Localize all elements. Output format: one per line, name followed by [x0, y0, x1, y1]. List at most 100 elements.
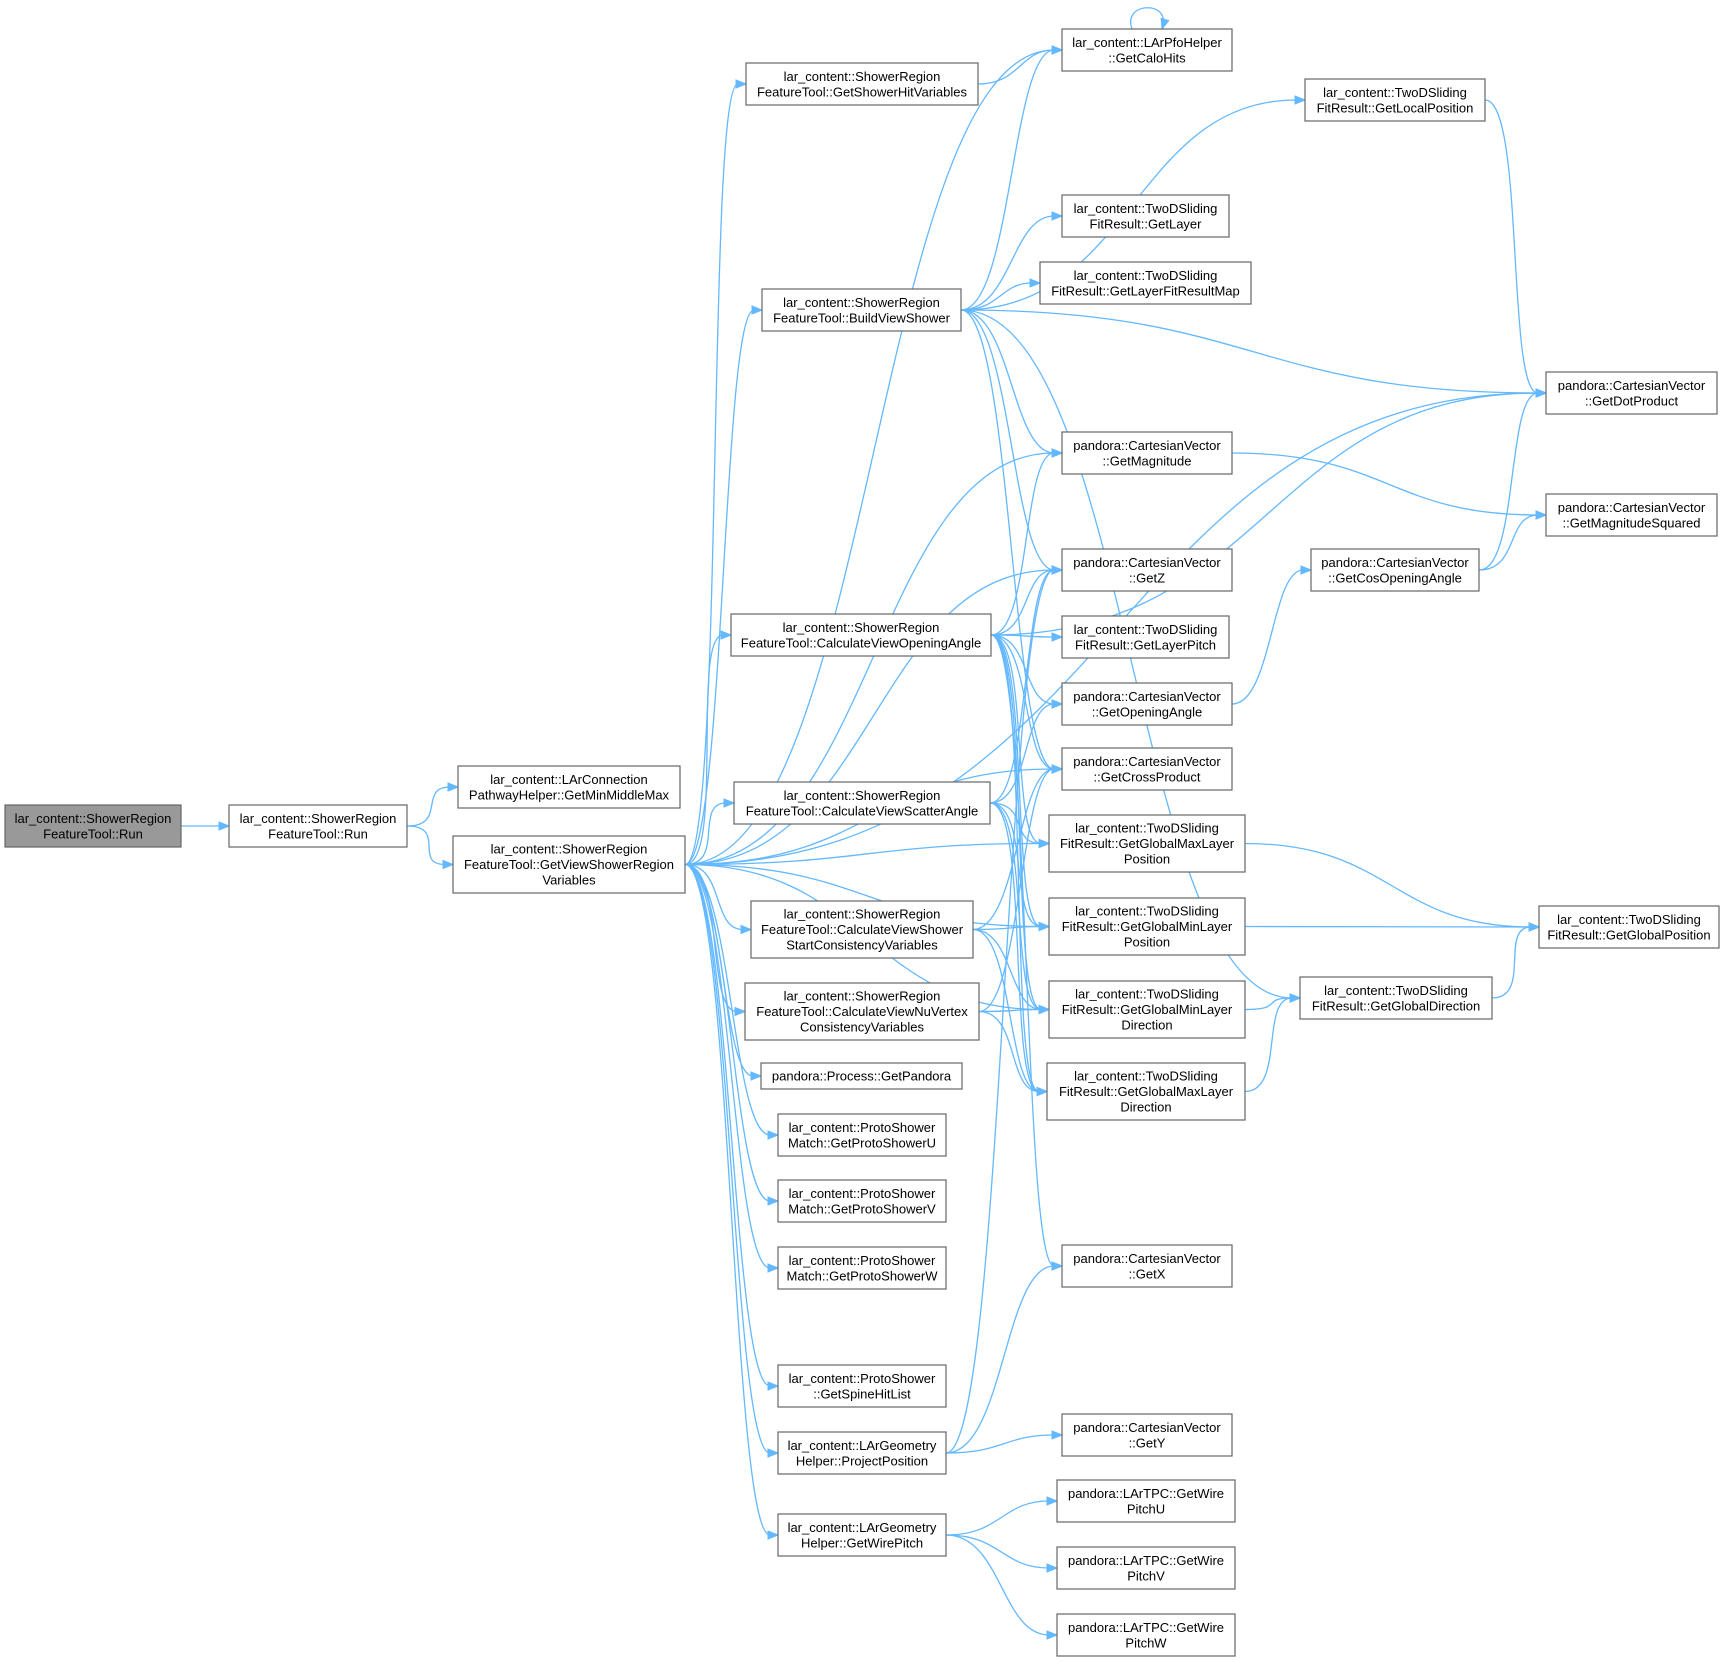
- node-getglobalposition[interactable]: lar_content::TwoDSlidingFitResult::GetGl…: [1538, 905, 1720, 949]
- edge-line: [989, 802, 1040, 1093]
- edge-getwirepitch-to-getwirepitchu: [945, 1496, 1059, 1536]
- edge-projectposition-to-getx: [945, 1261, 1064, 1454]
- node-getlocalposition[interactable]: lar_content::TwoDSlidingFitResult::GetLo…: [1304, 78, 1486, 122]
- node-getprotoshowerv[interactable]: lar_content::ProtoShowerMatch::GetProtoS…: [777, 1179, 947, 1223]
- node-getshowerhitvariables[interactable]: lar_content::ShowerRegionFeatureTool::Ge…: [745, 62, 979, 106]
- edge-line: [1130, 7, 1164, 30]
- edge-line: [684, 863, 1042, 928]
- node-box: [1304, 78, 1486, 122]
- node-projectposition[interactable]: lar_content::LArGeometryHelper::ProjectP…: [777, 1431, 947, 1475]
- node-getz[interactable]: pandora::CartesianVector::GetZ: [1061, 548, 1233, 592]
- node-getglobalmaxlayerpos[interactable]: lar_content::TwoDSlidingFitResult::GetGl…: [1048, 814, 1246, 873]
- edge-line: [960, 309, 1055, 571]
- edge-arrowhead: [751, 305, 764, 315]
- node-getlayer[interactable]: lar_content::TwoDSlidingFitResult::GetLa…: [1061, 194, 1230, 238]
- edge-buildviewshower-to-getcrossproduct: [960, 309, 1064, 774]
- edges-layer: [180, 7, 1548, 1640]
- node-getwirepitch[interactable]: lar_content::LArGeometryHelper::GetWireP…: [777, 1513, 947, 1557]
- node-label: pandora::Process::GetPandora: [772, 1069, 952, 1084]
- node-label: lar_content::ProtoShower: [789, 1120, 936, 1135]
- node-label: pandora::LArTPC::GetWire: [1068, 1620, 1224, 1635]
- node-label: FitResult::GetGlobalMinLayer: [1062, 1002, 1233, 1017]
- edge-line: [684, 309, 755, 866]
- node-calcopeningangle[interactable]: lar_content::ShowerRegionFeatureTool::Ca…: [730, 613, 992, 657]
- edge-line: [684, 49, 1055, 866]
- edge-line: [684, 863, 771, 1536]
- node-getcosopeningangle[interactable]: pandora::CartesianVector::GetCosOpeningA…: [1310, 548, 1480, 592]
- node-getdotproduct[interactable]: pandora::CartesianVector::GetDotProduct: [1545, 371, 1718, 415]
- edge-getopeningangle-to-getcosopeningangle: [1231, 565, 1313, 705]
- node-label: Match::GetProtoShowerU: [788, 1135, 936, 1150]
- edge-line: [684, 452, 1055, 866]
- node-label: FitResult::GetGlobalMinLayer: [1062, 919, 1233, 934]
- node-label: lar_content::ShowerRegion: [784, 907, 941, 922]
- edge-arrowhead: [720, 630, 733, 640]
- node-gety[interactable]: pandora::CartesianVector::GetY: [1061, 1413, 1233, 1457]
- edge-arrowhead: [1051, 448, 1064, 458]
- node-label: FitResult::GetLayerFitResultMap: [1051, 283, 1240, 298]
- node-label: FeatureTool::CalculateViewScatterAngle: [746, 803, 978, 818]
- node-getpandora[interactable]: pandora::Process::GetPandora: [760, 1062, 963, 1090]
- node-label: FeatureTool::CalculateViewNuVertex: [756, 1004, 968, 1019]
- node-getlayerfitresultmap[interactable]: lar_content::TwoDSlidingFitResult::GetLa…: [1039, 261, 1252, 305]
- node-getcalohits[interactable]: lar_content::LArPfoHelper::GetCaloHits: [1061, 28, 1233, 72]
- edge-line: [990, 634, 1055, 770]
- node-getglobalminlayerpos[interactable]: lar_content::TwoDSlidingFitResult::GetGl…: [1048, 897, 1246, 956]
- edge-line: [406, 825, 446, 866]
- node-label: lar_content::ProtoShower: [789, 1253, 936, 1268]
- node-getglobaldirection[interactable]: lar_content::TwoDSlidingFitResult::GetGl…: [1299, 976, 1493, 1020]
- node-label: lar_content::ProtoShower: [789, 1186, 936, 1201]
- node-label: lar_content::TwoDSliding: [1075, 821, 1219, 836]
- node-label: FitResult::GetGlobalMaxLayer: [1059, 1084, 1234, 1099]
- node-label: lar_content::LArGeometry: [788, 1438, 937, 1453]
- edge-arrowhead: [767, 1381, 780, 1391]
- node-getprotoshowerw[interactable]: lar_content::ProtoShowerMatch::GetProtoS…: [777, 1246, 947, 1290]
- edge-arrowhead: [1051, 1261, 1064, 1271]
- node-getx[interactable]: pandora::CartesianVector::GetX: [1061, 1244, 1233, 1288]
- edge-arrowhead: [1051, 565, 1064, 575]
- node-label: FitResult::GetGlobalDirection: [1312, 998, 1480, 1013]
- edge-arrowhead: [767, 1263, 780, 1273]
- node-getviewshowerregion[interactable]: lar_content::ShowerRegionFeatureTool::Ge…: [452, 835, 686, 894]
- edge-arrowhead: [1535, 388, 1548, 398]
- node-label: pandora::CartesianVector: [1558, 378, 1706, 393]
- node-label: ::GetDotProduct: [1585, 393, 1679, 408]
- node-getmagnitudesquared[interactable]: pandora::CartesianVector::GetMagnitudeSq…: [1545, 493, 1718, 537]
- node-label: lar_content::ShowerRegion: [784, 69, 941, 84]
- node-label: lar_content::TwoDSliding: [1075, 904, 1219, 919]
- node-calcscatterangle[interactable]: lar_content::ShowerRegionFeatureTool::Ca…: [733, 781, 991, 825]
- node-calcnuvertex[interactable]: lar_content::ShowerRegionFeatureTool::Ca…: [744, 982, 980, 1041]
- node-box: [1048, 814, 1246, 873]
- node-getspinehitlist[interactable]: lar_content::ProtoShower::GetSpineHitLis…: [777, 1364, 947, 1408]
- node-run2[interactable]: lar_content::ShowerRegionFeatureTool::Ru…: [228, 804, 408, 848]
- node-root[interactable]: lar_content::ShowerRegionFeatureTool::Ru…: [4, 804, 182, 848]
- node-getglobalminlayerdir[interactable]: lar_content::TwoDSlidingFitResult::GetGl…: [1048, 980, 1246, 1039]
- node-getglobalmaxlayerdir[interactable]: lar_content::TwoDSlidingFitResult::GetGl…: [1046, 1062, 1246, 1121]
- edge-getglobaldirection-to-getglobalposition: [1491, 922, 1541, 999]
- node-label: lar_content::ShowerRegion: [15, 811, 172, 826]
- node-getcrossproduct[interactable]: pandora::CartesianVector::GetCrossProduc…: [1061, 747, 1233, 791]
- node-label: ::GetOpeningAngle: [1092, 704, 1203, 719]
- node-buildviewshower[interactable]: lar_content::ShowerRegionFeatureTool::Bu…: [761, 288, 962, 332]
- edge-arrowhead: [447, 782, 460, 792]
- node-label: FitResult::GetGlobalPosition: [1547, 927, 1710, 942]
- edge-line: [684, 863, 771, 1454]
- node-getprotoshoweru[interactable]: lar_content::ProtoShowerMatch::GetProtoS…: [777, 1113, 947, 1157]
- edge-getcalohits-to-getcalohits: [1130, 7, 1170, 31]
- node-getmagnitude[interactable]: pandora::CartesianVector::GetMagnitude: [1061, 431, 1233, 475]
- node-calcshowerstart[interactable]: lar_content::ShowerRegionFeatureTool::Ca…: [750, 900, 974, 959]
- edge-line: [406, 786, 451, 827]
- edge-line: [977, 49, 1055, 85]
- node-getopeningangle[interactable]: pandora::CartesianVector::GetOpeningAngl…: [1061, 682, 1233, 726]
- node-box: [1061, 615, 1230, 659]
- node-box: [1056, 1613, 1236, 1657]
- edge-line: [960, 282, 1033, 311]
- edge-line: [945, 1534, 1050, 1569]
- edge-line: [1244, 997, 1293, 1093]
- node-getlayerpitch[interactable]: lar_content::TwoDSlidingFitResult::GetLa…: [1061, 615, 1230, 659]
- node-getminmiddlemax[interactable]: lar_content::LArConnectionPathwayHelper:…: [457, 765, 681, 809]
- node-label: pandora::LArTPC::GetWire: [1068, 1553, 1224, 1568]
